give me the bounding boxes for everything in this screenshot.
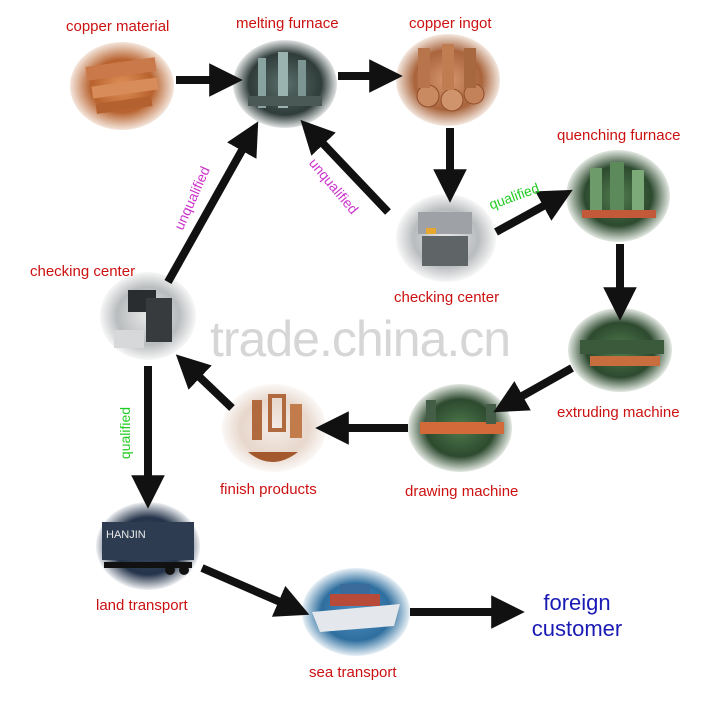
land-transport-image: HANJIN (96, 502, 200, 590)
arrow-land-to-sea (200, 564, 310, 617)
label-sea-transport: sea transport (309, 664, 397, 681)
label-land-transport: land transport (96, 597, 188, 614)
extruding-machine-image (568, 308, 672, 392)
quenching-furnace-image (566, 150, 670, 242)
label-quenching-furnace: quenching furnace (557, 127, 681, 144)
label-copper-material: copper material (66, 18, 170, 35)
arrow-checking-right-to-furnace (300, 119, 391, 215)
destination-line1: foreign (543, 590, 611, 615)
arrow-checking-to-furnace (164, 121, 259, 284)
label-checking-center-left: checking center (30, 263, 136, 280)
flow-arrows (131, 59, 637, 629)
label-finish-products: finish products (220, 481, 317, 498)
checking-center-right-image (396, 194, 496, 282)
melting-furnace-image (233, 40, 337, 128)
finish-products-image (222, 384, 326, 472)
svg-text:HANJIN: HANJIN (106, 529, 146, 541)
drawing-machine-image (408, 384, 512, 472)
checking-center-left-image (100, 272, 196, 360)
watermark: trade.china.cn (210, 311, 511, 367)
destination-line2: customer (531, 616, 623, 641)
destination-label: foreign customer (522, 590, 632, 642)
label-checking-center-right: checking center (394, 289, 500, 306)
label-extruding-machine: extruding machine (557, 404, 680, 421)
label-melting-furnace: melting furnace (236, 15, 339, 32)
arrow-extruding-to-drawing (493, 364, 574, 413)
copper-material-image (70, 42, 174, 130)
label-copper-ingot: copper ingot (409, 15, 492, 32)
sea-transport-image (302, 568, 410, 656)
edge-label-qualified-left: qualified (117, 406, 134, 460)
copper-ingot-image (396, 34, 500, 126)
arrow-products-to-checking (175, 354, 235, 411)
label-drawing-machine: drawing machine (405, 483, 519, 500)
arrow-checking-to-quenching (494, 189, 573, 236)
